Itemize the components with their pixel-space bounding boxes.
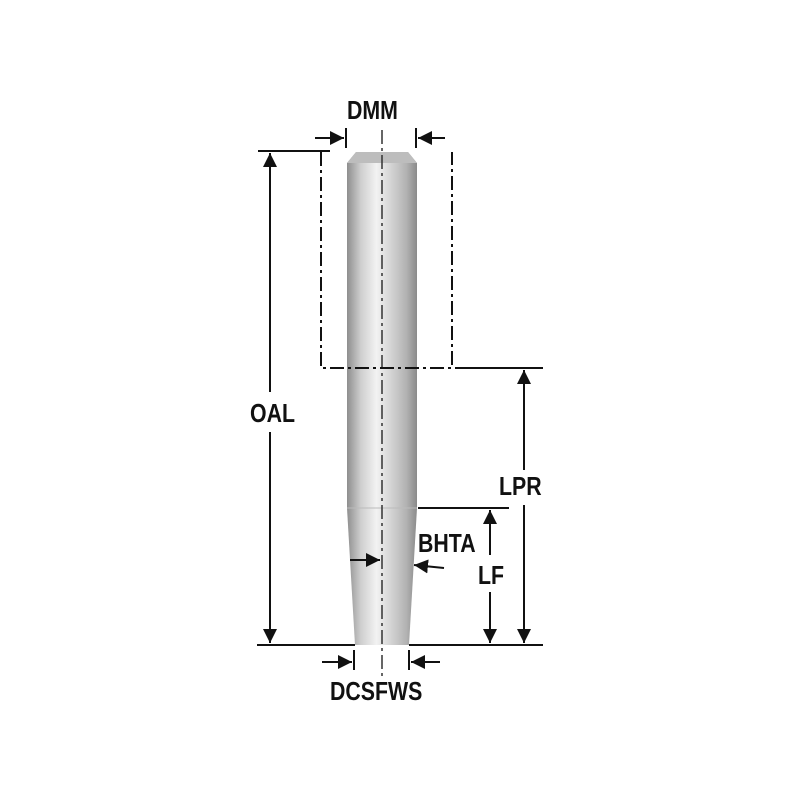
oal-label: OAL	[250, 398, 296, 428]
dcsfws-label: DCSFWS	[330, 676, 423, 706]
lpr-label: LPR	[499, 471, 542, 501]
bhta-label: BHTA	[418, 528, 476, 558]
bhta-dimension	[350, 553, 445, 574]
holder-outline	[320, 152, 453, 369]
dmm-label: DMM	[347, 95, 398, 125]
lf-label: LF	[478, 560, 505, 590]
